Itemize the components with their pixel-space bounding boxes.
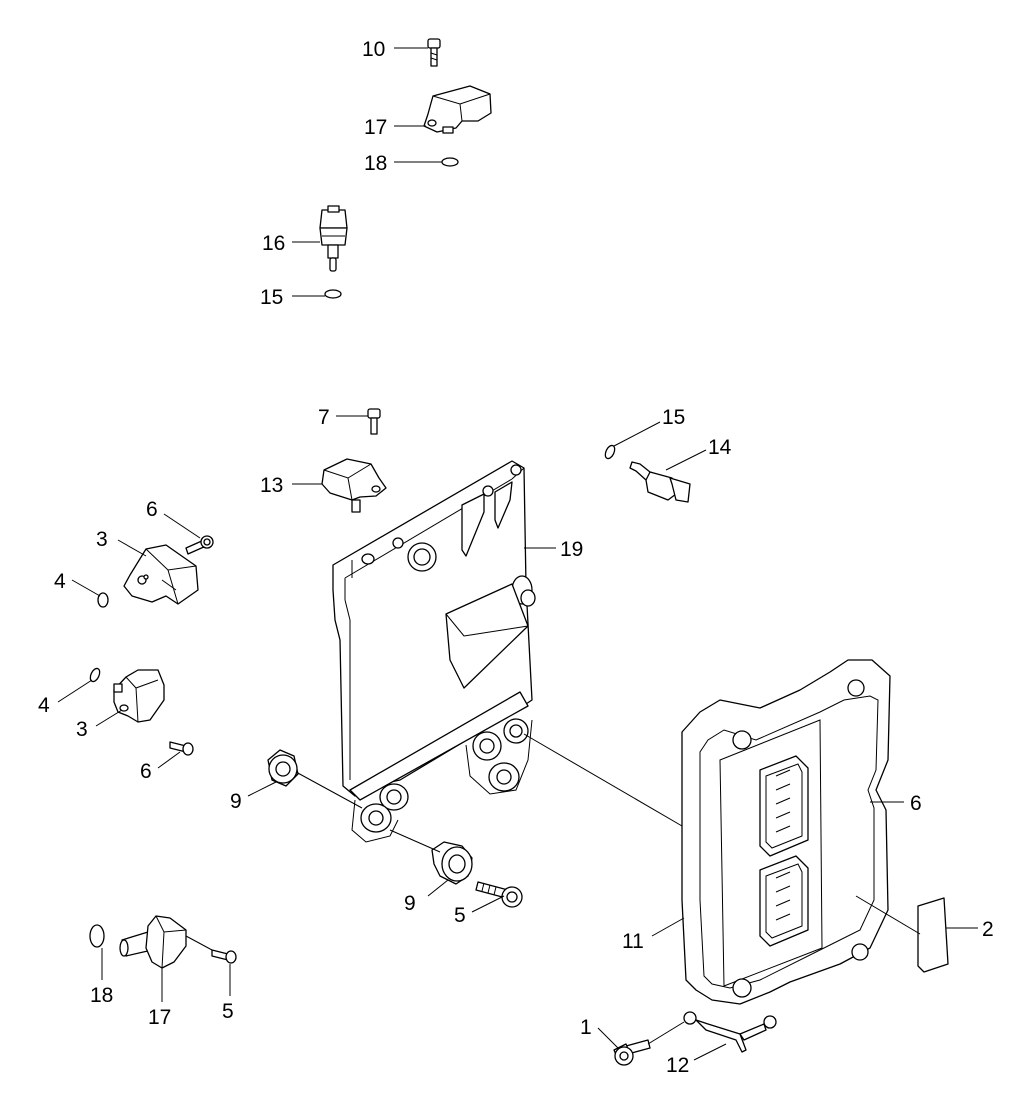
callout-7: 7 bbox=[318, 406, 330, 429]
bolt-6-upper bbox=[185, 535, 214, 555]
callout-18-bottom: 18 bbox=[90, 984, 113, 1007]
callout-6-upper: 6 bbox=[146, 498, 158, 521]
o-ring-15-left bbox=[324, 289, 342, 299]
callout-1: 1 bbox=[580, 1016, 592, 1039]
callout-12: 12 bbox=[666, 1054, 689, 1077]
callout-11: 11 bbox=[622, 930, 644, 953]
callout-3-upper: 3 bbox=[96, 528, 108, 551]
ecu-11 bbox=[681, 659, 891, 1005]
bolt-5-bottom bbox=[211, 949, 237, 964]
callout-6-ecu: 6 bbox=[910, 792, 922, 815]
bolt-6-lower bbox=[169, 741, 194, 756]
callout-4-lower: 4 bbox=[38, 694, 50, 717]
bolt-5-middle bbox=[475, 881, 523, 908]
bolt-10 bbox=[427, 38, 441, 67]
leader-lines bbox=[57, 47, 978, 1061]
callout-17-top: 17 bbox=[364, 116, 387, 139]
pressure-sensor-17-top bbox=[423, 85, 492, 134]
sensor-3-lower bbox=[113, 669, 165, 723]
callout-19: 19 bbox=[560, 538, 583, 561]
callout-9-left: 9 bbox=[230, 790, 242, 813]
callout-5-middle: 5 bbox=[454, 904, 466, 927]
callout-3-lower: 3 bbox=[76, 718, 88, 741]
o-ring-15-right bbox=[604, 444, 616, 460]
o-ring-18-bottom bbox=[89, 924, 105, 948]
ground-strap-12 bbox=[683, 1011, 777, 1053]
label-plate-2 bbox=[917, 897, 949, 973]
callout-17-bottom: 17 bbox=[148, 1006, 171, 1029]
bushing-9-right bbox=[431, 841, 473, 885]
callout-5-bottom: 5 bbox=[222, 1000, 234, 1023]
callout-10: 10 bbox=[362, 38, 385, 61]
callout-9-right: 9 bbox=[404, 892, 416, 915]
sensor-3-upper bbox=[123, 544, 199, 605]
callout-4-upper: 4 bbox=[54, 570, 66, 593]
callout-6-lower: 6 bbox=[140, 760, 152, 783]
callout-14: 14 bbox=[708, 436, 732, 459]
temperature-sensor-16 bbox=[319, 205, 348, 272]
callout-15-left: 15 bbox=[260, 286, 283, 309]
callout-18-top: 18 bbox=[364, 152, 387, 175]
sensor-17-bottom bbox=[119, 915, 187, 969]
callout-15-right: 15 bbox=[662, 406, 685, 429]
bolt-1 bbox=[613, 1039, 651, 1066]
callout-16: 16 bbox=[262, 232, 285, 255]
bolt-7 bbox=[367, 408, 381, 435]
callout-numbers: 10 17 18 16 15 7 13 15 14 19 6 3 4 4 3 6… bbox=[38, 38, 994, 1077]
mounting-bracket-19 bbox=[332, 460, 536, 843]
bushing-9-left bbox=[267, 749, 299, 787]
o-ring-4-upper bbox=[97, 592, 109, 608]
o-ring-18-top bbox=[441, 157, 459, 167]
o-ring-4-lower bbox=[89, 667, 101, 683]
callout-13: 13 bbox=[260, 474, 283, 497]
callout-2: 2 bbox=[982, 918, 994, 941]
temperature-sensor-14 bbox=[629, 461, 691, 503]
sensor-13 bbox=[321, 458, 387, 513]
